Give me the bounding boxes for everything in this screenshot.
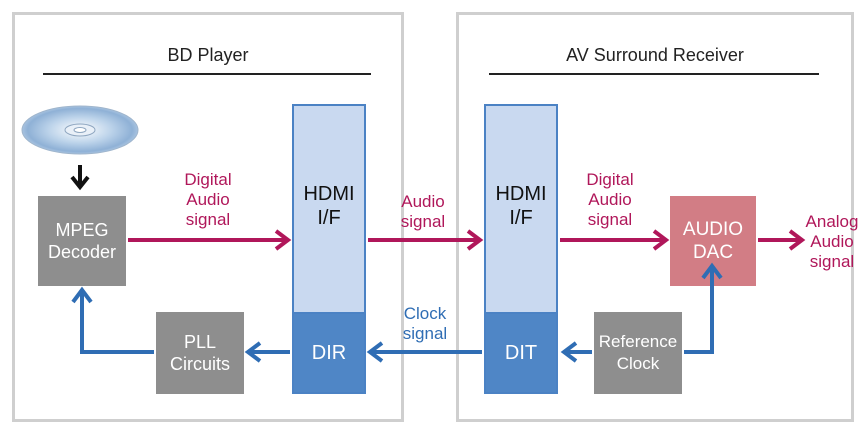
label-analog-audio-line2: Audio — [810, 232, 854, 251]
reference-clock-line1: Reference — [598, 332, 678, 351]
hdmi-left-line2: I/F — [317, 207, 341, 229]
label-audio-signal-line1: Audio — [401, 192, 445, 211]
audio-arrows — [128, 229, 806, 251]
audio-dac-line1: AUDIO — [682, 219, 744, 240]
dit-block: DIT — [484, 312, 558, 394]
arrow-refclock-to-dit — [560, 341, 592, 363]
arrow-dac-to-output — [758, 229, 806, 251]
arrow-dit-to-dir — [366, 341, 482, 363]
pll-line1: PLL — [183, 332, 216, 352]
dir-block: DIR — [292, 312, 366, 394]
label-analog-audio: Analog Audio signal — [800, 212, 864, 272]
pll-circuits-block: PLL Circuits — [156, 312, 244, 394]
reference-clock-block: Reference Clock — [594, 312, 682, 394]
arrow-hdmi-to-hdmi — [368, 229, 484, 251]
hdmi-right-line1: HDMI — [495, 183, 547, 205]
receiver-title-rule — [489, 73, 819, 75]
reference-clock-line2: Clock — [616, 354, 660, 373]
arrow-refclock-to-dac — [684, 262, 723, 354]
disc-icon — [21, 105, 139, 155]
label-audio-signal-line2: signal — [400, 212, 446, 231]
label-clock-signal: Clock signal — [392, 304, 458, 344]
label-analog-audio-line3: signal — [809, 252, 855, 271]
label-audio-signal: Audio signal — [388, 192, 458, 232]
label-clock-signal-line1: Clock — [403, 304, 447, 323]
hdmi-right-line2: I/F — [509, 207, 533, 229]
arrow-hdmi-to-dac — [560, 229, 670, 251]
mpeg-decoder-line2: Decoder — [47, 242, 117, 262]
label-analog-audio-line1: Analog — [805, 212, 859, 231]
audio-dac-line2: DAC — [692, 242, 734, 263]
label-digital-audio-right-line2: Audio — [588, 190, 632, 209]
label-digital-audio-right-line1: Digital — [586, 170, 634, 189]
bd-player-title: BD Player — [167, 45, 249, 65]
arrow-pll-to-decoder — [71, 286, 154, 354]
hdmi-interface-left: HDMI I/F — [292, 104, 366, 314]
mpeg-decoder-line1: MPEG — [55, 220, 109, 240]
arrow-dir-to-pll — [244, 341, 290, 363]
mpeg-decoder-block: MPEG Decoder — [38, 196, 126, 286]
label-digital-audio-left-line2: Audio — [186, 190, 230, 209]
down-arrow-icon — [70, 165, 90, 191]
hdmi-interface-right: HDMI I/F — [484, 104, 558, 314]
label-digital-audio-right-line3: signal — [587, 210, 633, 229]
arrow-decoder-to-hdmi — [128, 229, 292, 251]
label-digital-audio-left-line1: Digital — [184, 170, 232, 189]
bd-player-title-rule — [43, 73, 371, 75]
receiver-title: AV Surround Receiver — [566, 45, 744, 65]
hdmi-left-line1: HDMI — [303, 183, 355, 205]
label-digital-audio-left: Digital Audio signal — [168, 170, 248, 230]
label-clock-signal-line2: signal — [402, 324, 448, 343]
label-digital-audio-right: Digital Audio signal — [570, 170, 650, 230]
clock-arrows — [71, 262, 723, 363]
pll-line2: Circuits — [169, 354, 230, 374]
label-digital-audio-left-line3: signal — [185, 210, 231, 229]
